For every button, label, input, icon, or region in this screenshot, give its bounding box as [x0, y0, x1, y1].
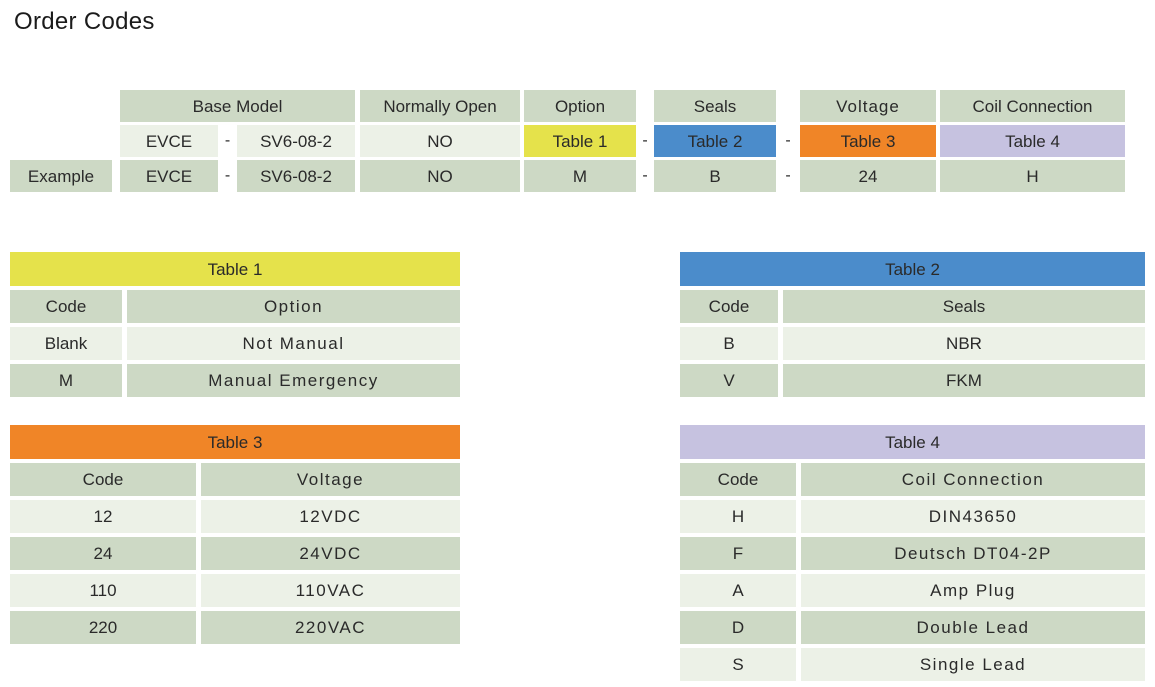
- table-3-code-12: 12: [10, 500, 196, 533]
- page-title: Order Codes: [14, 8, 155, 35]
- table-row: 110 110VAC: [10, 574, 460, 607]
- table-row: 24 24VDC: [10, 537, 460, 570]
- table-1-header-row: Code Option: [10, 290, 460, 323]
- table-4-code-h: H: [680, 500, 796, 533]
- table-3-title: Table 3: [10, 425, 460, 459]
- table-row: F Deutsch DT04-2P: [680, 537, 1145, 570]
- table-3-code-110: 110: [10, 574, 196, 607]
- table-2-col-seals: Seals: [783, 290, 1145, 323]
- table-4-code-a: A: [680, 574, 796, 607]
- table-2: Table 2 Code Seals B NBR V FKM: [680, 252, 1145, 397]
- table-2-header-row: Code Seals: [680, 290, 1145, 323]
- code-voltage-table3-ref: Table 3: [800, 125, 936, 157]
- table-1-code-blank: Blank: [10, 327, 122, 360]
- header-voltage: Voltage: [800, 90, 936, 122]
- header-coil-connection: Coil Connection: [940, 90, 1125, 122]
- table-1-value-manual-emergency: Manual Emergency: [127, 364, 460, 397]
- example-base1: EVCE: [120, 160, 218, 192]
- example-normally-open: NO: [360, 160, 520, 192]
- header-option: Option: [524, 90, 636, 122]
- table-4-code-f: F: [680, 537, 796, 570]
- table-4-code-s: S: [680, 648, 796, 681]
- code-seals-table2-ref: Table 2: [654, 125, 776, 157]
- header-base-model: Base Model: [120, 90, 355, 122]
- example-coil: H: [940, 160, 1125, 192]
- table-3-code-24: 24: [10, 537, 196, 570]
- example-label: Example: [10, 160, 112, 192]
- table-3-col-code: Code: [10, 463, 196, 496]
- code-separator-1: -: [218, 125, 237, 157]
- table-4-value-double-lead: Double Lead: [801, 611, 1145, 644]
- order-code-table: Base Model Normally Open Option Seals Vo…: [10, 90, 1125, 192]
- table-row: V FKM: [680, 364, 1145, 397]
- example-option: M: [524, 160, 636, 192]
- table-4-col-coil-connection: Coil Connection: [801, 463, 1145, 496]
- table-row: A Amp Plug: [680, 574, 1145, 607]
- table-4-value-din43650: DIN43650: [801, 500, 1145, 533]
- table-2-title: Table 2: [680, 252, 1145, 286]
- code-coil-table4-ref: Table 4: [940, 125, 1125, 157]
- code-base1: EVCE: [120, 125, 218, 157]
- example-separator-1: -: [218, 160, 237, 192]
- table-4-title: Table 4: [680, 425, 1145, 459]
- table-1-title: Table 1: [10, 252, 460, 286]
- code-base2: SV6-08-2: [237, 125, 355, 157]
- example-seals: B: [654, 160, 776, 192]
- table-row: H DIN43650: [680, 500, 1145, 533]
- table-3-col-voltage: Voltage: [201, 463, 460, 496]
- table-4-value-deutsch: Deutsch DT04-2P: [801, 537, 1145, 570]
- code-normally-open: NO: [360, 125, 520, 157]
- table-row: D Double Lead: [680, 611, 1145, 644]
- header-seals: Seals: [654, 90, 776, 122]
- table-4-value-amp-plug: Amp Plug: [801, 574, 1145, 607]
- example-voltage: 24: [800, 160, 936, 192]
- table-2-col-code: Code: [680, 290, 778, 323]
- table-row: S Single Lead: [680, 648, 1145, 681]
- table-row: Blank Not Manual: [10, 327, 460, 360]
- table-3-value-110vac: 110VAC: [201, 574, 460, 607]
- table-4-header-row: Code Coil Connection: [680, 463, 1145, 496]
- table-3-header-row: Code Voltage: [10, 463, 460, 496]
- table-1-col-option: Option: [127, 290, 460, 323]
- table-3: Table 3 Code Voltage 12 12VDC 24 24VDC 1…: [10, 425, 460, 644]
- table-row: M Manual Emergency: [10, 364, 460, 397]
- table-1-code-m: M: [10, 364, 122, 397]
- table-3-code-220: 220: [10, 611, 196, 644]
- table-4-value-single-lead: Single Lead: [801, 648, 1145, 681]
- example-base2: SV6-08-2: [237, 160, 355, 192]
- table-2-code-v: V: [680, 364, 778, 397]
- table-3-value-12vdc: 12VDC: [201, 500, 460, 533]
- table-2-value-fkm: FKM: [783, 364, 1145, 397]
- code-separator-3: -: [776, 125, 800, 157]
- code-option-table1-ref: Table 1: [524, 125, 636, 157]
- table-3-value-220vac: 220VAC: [201, 611, 460, 644]
- code-separator-2: -: [636, 125, 654, 157]
- table-1-value-not-manual: Not Manual: [127, 327, 460, 360]
- table-4: Table 4 Code Coil Connection H DIN43650 …: [680, 425, 1145, 681]
- table-4-code-d: D: [680, 611, 796, 644]
- table-4-col-code: Code: [680, 463, 796, 496]
- table-row: 220 220VAC: [10, 611, 460, 644]
- header-normally-open: Normally Open: [360, 90, 520, 122]
- table-2-value-nbr: NBR: [783, 327, 1145, 360]
- example-separator-3: -: [776, 160, 800, 192]
- table-2-code-b: B: [680, 327, 778, 360]
- table-row: B NBR: [680, 327, 1145, 360]
- table-1-col-code: Code: [10, 290, 122, 323]
- example-separator-2: -: [636, 160, 654, 192]
- table-row: 12 12VDC: [10, 500, 460, 533]
- table-3-value-24vdc: 24VDC: [201, 537, 460, 570]
- table-1: Table 1 Code Option Blank Not Manual M M…: [10, 252, 460, 397]
